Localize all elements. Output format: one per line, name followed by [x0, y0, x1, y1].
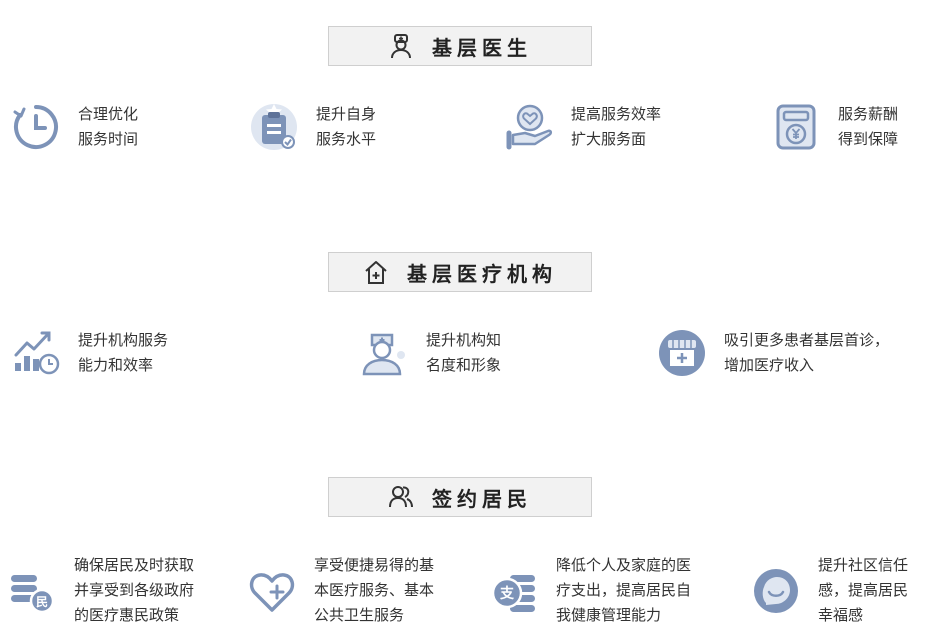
item-text: 提高服务效率 扩大服务面 — [571, 102, 661, 152]
benefit-item: 合理优化 服务时间 — [12, 102, 138, 152]
benefit-item: 提升社区信任 感，提高居民 幸福感 — [752, 553, 908, 628]
item-line: 的医疗惠民政策 — [74, 607, 180, 624]
item-text: 合理优化 服务时间 — [78, 102, 138, 152]
item-line: 服务水平 — [316, 131, 377, 148]
item-line: 公共卫生服务 — [314, 607, 405, 624]
item-line: 提升机构服务 — [78, 332, 169, 349]
section-header-residents: 签约居民 — [328, 477, 592, 517]
item-line: 提升社区信任 — [818, 557, 909, 574]
smile-bubble-icon — [754, 568, 798, 613]
coins-zhi-icon: 支 — [491, 574, 535, 612]
section-title: 基层医疗机构 — [407, 263, 557, 286]
item-text: 提升自身 服务水平 — [316, 102, 376, 152]
clipboard-star-icon — [251, 104, 297, 150]
item-line: 提升机构知 — [426, 332, 502, 349]
growth-chart-icon — [14, 331, 60, 375]
item-line: 幸福感 — [818, 607, 864, 624]
clinic-store-icon — [659, 330, 705, 376]
section-title: 签约居民 — [432, 488, 532, 511]
item-line: 感，提高居民 — [818, 582, 909, 599]
yuan-wallet-icon — [776, 104, 816, 150]
item-text: 服务薪酬 得到保障 — [838, 102, 898, 152]
item-line: 并享受到各级政府 — [74, 582, 195, 599]
item-line: 降低个人及家庭的医 — [556, 557, 692, 574]
item-line: 我健康管理能力 — [556, 607, 662, 624]
item-text: 提升机构服务 能力和效率 — [78, 328, 168, 378]
item-line: 提高服务效率 — [571, 106, 662, 123]
item-line: 提升自身 — [316, 106, 377, 123]
benefit-item: 提升机构知 名度和形象 — [360, 328, 501, 378]
benefit-item: 提高服务效率 扩大服务面 — [505, 102, 661, 152]
item-text: 提升机构知 名度和形象 — [426, 328, 501, 378]
svg-text:支: 支 — [499, 585, 515, 602]
svg-text:民: 民 — [36, 595, 48, 609]
item-line: 扩大服务面 — [571, 131, 647, 148]
item-text: 确保居民及时获取 并享受到各级政府 的医疗惠民政策 — [74, 553, 194, 628]
item-line: 吸引更多患者基层首诊， — [724, 332, 890, 349]
benefit-item: 享受便捷易得的基 本医疗服务、基本 公共卫生服务 — [248, 553, 434, 628]
section-title: 基层医生 — [432, 37, 532, 60]
hand-heart-icon — [506, 104, 553, 150]
benefit-item: 民 确保居民及时获取 并享受到各级政府 的医疗惠民政策 — [8, 553, 194, 628]
item-line: 得到保障 — [838, 131, 899, 148]
benefit-item: 吸引更多患者基层首诊， 增加医疗收入 — [658, 328, 889, 378]
item-line: 合理优化 — [78, 106, 139, 123]
item-text: 降低个人及家庭的医 疗支出，提高居民自 我健康管理能力 — [556, 553, 691, 628]
item-line: 疗支出，提高居民自 — [556, 582, 692, 599]
coins-min-icon: 民 — [11, 574, 55, 613]
doctor-icon — [391, 34, 411, 59]
item-text: 享受便捷易得的基 本医疗服务、基本 公共卫生服务 — [314, 553, 434, 628]
item-line: 确保居民及时获取 — [74, 557, 195, 574]
benefit-item: 服务薪酬 得到保障 — [772, 102, 898, 152]
clock-icon — [13, 105, 58, 149]
section-header-doctor: 基层医生 — [328, 26, 592, 66]
benefit-item: 支 降低个人及家庭的医 疗支出，提高居民自 我健康管理能力 — [490, 553, 691, 628]
item-line: 服务时间 — [78, 131, 139, 148]
heart-plus-icon — [249, 572, 295, 612]
benefit-item: 提升自身 服务水平 — [250, 102, 376, 152]
item-line: 本医疗服务、基本 — [314, 582, 435, 599]
house-cross-icon — [365, 261, 387, 284]
item-line: 名度和形象 — [426, 357, 502, 374]
item-text: 提升社区信任 感，提高居民 幸福感 — [818, 553, 908, 628]
item-line: 享受便捷易得的基 — [314, 557, 435, 574]
item-line: 增加医疗收入 — [724, 357, 815, 374]
section-header-institution: 基层医疗机构 — [328, 252, 592, 292]
benefit-item: 提升机构服务 能力和效率 — [12, 328, 168, 378]
nurse-icon — [362, 333, 405, 376]
item-text: 吸引更多患者基层首诊， 增加医疗收入 — [724, 328, 889, 378]
people-icon — [389, 486, 413, 508]
item-line: 能力和效率 — [78, 357, 154, 374]
item-line: 服务薪酬 — [838, 106, 899, 123]
